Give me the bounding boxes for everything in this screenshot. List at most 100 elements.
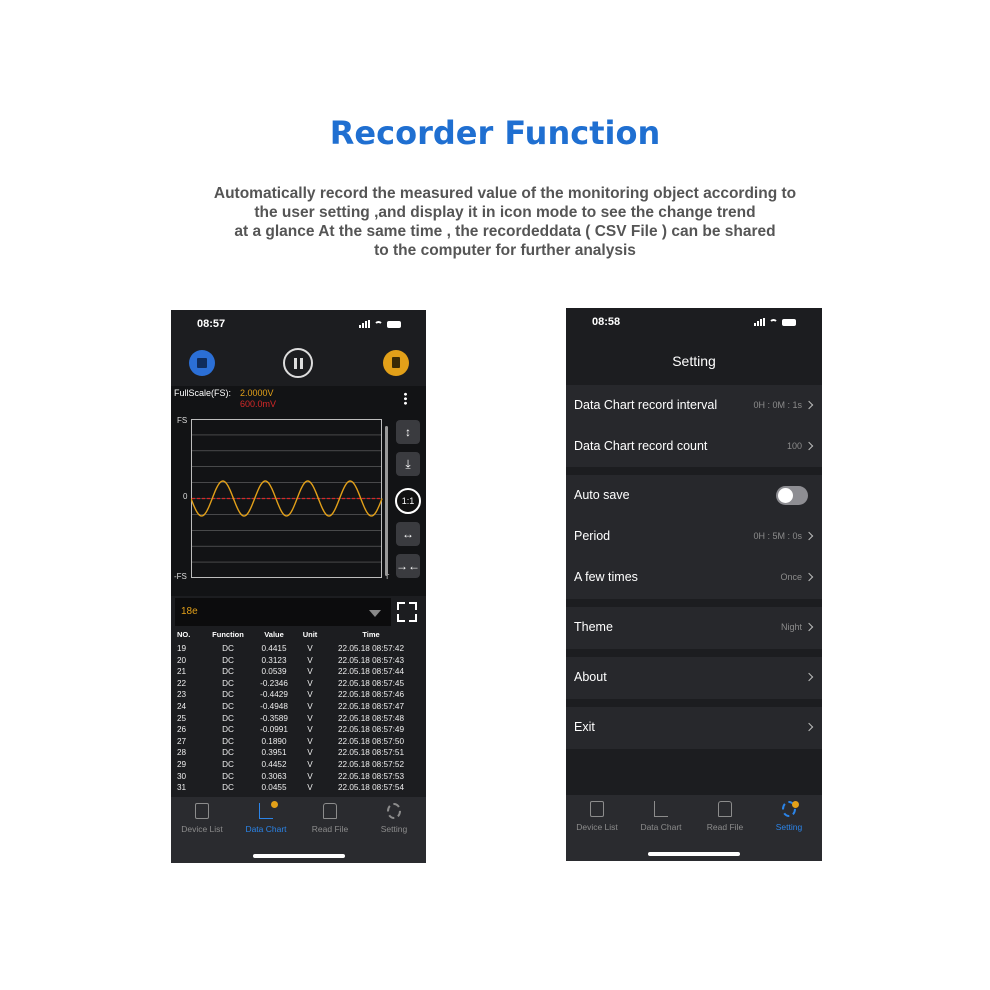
tab-device-list[interactable]: Device List xyxy=(566,801,628,832)
setting-exit[interactable]: Exit xyxy=(566,707,822,748)
cell-value: 0.3951 xyxy=(261,748,287,758)
tab-label: Setting xyxy=(380,824,408,834)
cell-value: -0.2346 xyxy=(260,678,288,688)
pause-icon[interactable] xyxy=(283,348,313,378)
tab-data-chart[interactable]: Data Chart xyxy=(630,801,692,832)
zoom-out-vertical-icon[interactable]: ↕ xyxy=(396,420,420,444)
axis-label-zero: 0 xyxy=(183,492,188,501)
cell-unit: V xyxy=(307,713,313,723)
home-indicator xyxy=(252,854,345,858)
cell-no: 19 xyxy=(177,644,187,653)
cell-function: DC xyxy=(222,667,234,677)
chevron-right-icon xyxy=(804,672,814,682)
device-select[interactable]: 18e xyxy=(175,598,391,626)
cell-value: -0.3589 xyxy=(260,713,288,723)
more-options-icon[interactable] xyxy=(404,392,407,405)
tab-bar: Device List Data Chart Read File Setting xyxy=(171,797,426,863)
setting-about[interactable]: About xyxy=(566,657,822,698)
setting-value: 0H : 5M : 0s xyxy=(753,531,802,541)
device-list-icon xyxy=(590,801,604,817)
setting-period[interactable]: Period 0H : 5M : 0s xyxy=(566,516,822,557)
settings-group-exit: Exit xyxy=(566,707,822,749)
read-file-icon xyxy=(718,801,732,817)
setting-theme[interactable]: Theme Night xyxy=(566,607,822,648)
cell-unit: V xyxy=(307,748,313,758)
cell-time: 22.05.18 08:57:46 xyxy=(337,690,405,700)
waveform-plot[interactable] xyxy=(191,419,383,579)
setting-record-interval[interactable]: Data Chart record interval 0H : 0M : 1s xyxy=(566,385,822,426)
tab-setting[interactable]: Setting xyxy=(758,801,820,832)
tab-label: Device List xyxy=(576,822,618,832)
cell-unit: V xyxy=(307,771,313,781)
setting-label: Data Chart record count xyxy=(574,439,708,453)
cell-unit: V xyxy=(307,701,313,711)
settings-group-chart: Data Chart record interval 0H : 0M : 1s … xyxy=(566,385,822,467)
delete-icon[interactable] xyxy=(383,350,409,376)
cell-time: 22.05.18 08:57:48 xyxy=(337,713,405,723)
cell-function: DC xyxy=(222,701,234,711)
cell-unit: V xyxy=(307,678,313,688)
cell-no: 23 xyxy=(177,690,187,700)
setting-label: Period xyxy=(574,529,611,543)
dropdown-caret-icon xyxy=(369,610,381,617)
tab-label: Data Chart xyxy=(245,824,287,834)
status-time: 08:58 xyxy=(592,316,621,328)
tab-read-file[interactable]: Read File xyxy=(694,801,756,832)
ratio-reset-button[interactable]: 1:1 xyxy=(395,488,421,514)
cell-time: 22.05.18 08:57:44 xyxy=(337,667,405,677)
tab-label: Read File xyxy=(311,824,349,834)
setting-few-times[interactable]: A few times Once xyxy=(566,557,822,598)
read-file-icon xyxy=(323,803,337,819)
cell-no: 30 xyxy=(177,771,187,781)
zoom-in-horizontal-icon[interactable]: →← xyxy=(396,554,420,578)
tab-setting[interactable]: Setting xyxy=(363,803,425,834)
device-list-icon xyxy=(195,803,209,819)
description-line: Automatically record the measured value … xyxy=(213,185,797,202)
cell-time: 22.05.18 08:57:49 xyxy=(337,725,405,735)
auto-save-toggle[interactable] xyxy=(776,486,808,505)
cell-value: 0.0455 xyxy=(261,783,287,793)
tab-label: Data Chart xyxy=(640,822,682,832)
device-select-value: 18e xyxy=(181,606,198,617)
cell-no: 26 xyxy=(177,725,187,735)
tab-label: Device List xyxy=(181,824,223,834)
cell-unit: V xyxy=(307,759,313,769)
cell-value: 0.1890 xyxy=(261,736,287,746)
tab-device-list[interactable]: Device List xyxy=(171,803,233,834)
cell-time: 22.05.18 08:57:47 xyxy=(337,701,405,711)
settings-group-theme: Theme Night xyxy=(566,607,822,649)
cell-value: 0.3123 xyxy=(261,655,287,665)
tab-bar: Device List Data Chart Read File Setting xyxy=(566,795,822,861)
setting-record-count[interactable]: Data Chart record count 100 xyxy=(566,426,822,467)
chevron-right-icon xyxy=(804,622,814,632)
zoom-out-horizontal-icon[interactable]: ↔ xyxy=(396,522,420,546)
cell-no: 31 xyxy=(177,783,187,793)
gear-icon xyxy=(387,803,401,819)
chart-scrollbar[interactable] xyxy=(385,426,388,576)
cell-no: 24 xyxy=(177,701,187,711)
chevron-right-icon xyxy=(804,722,814,732)
zoom-in-vertical-icon[interactable]: ⤓ xyxy=(396,452,420,476)
cell-function: DC xyxy=(222,644,234,653)
cell-function: DC xyxy=(222,771,234,781)
cell-unit: V xyxy=(307,690,313,700)
cell-no: 27 xyxy=(177,736,187,746)
tab-data-chart[interactable]: Data Chart xyxy=(235,801,297,834)
fullscreen-icon[interactable] xyxy=(397,602,417,622)
setting-label: A few times xyxy=(574,570,638,584)
save-icon[interactable] xyxy=(189,350,215,376)
description-line: the user setting ,and display it in icon… xyxy=(254,204,756,221)
setting-label: Auto save xyxy=(574,488,630,502)
description-line: to the computer for further analysis xyxy=(374,242,636,259)
cell-time: 22.05.18 08:57:42 xyxy=(337,644,405,653)
tab-read-file[interactable]: Read File xyxy=(299,803,361,834)
